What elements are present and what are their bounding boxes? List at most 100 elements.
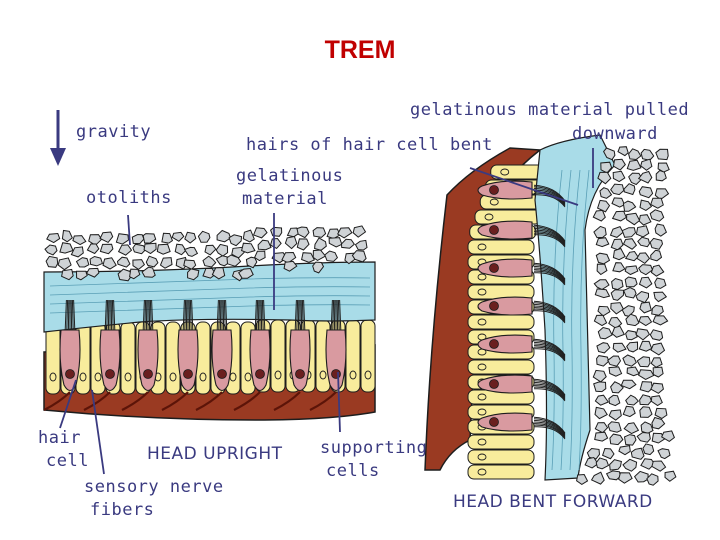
otolith-crystal <box>72 235 87 246</box>
otolith-crystal <box>642 443 655 456</box>
stereocilia <box>533 380 566 397</box>
otolith-crystal <box>617 146 629 157</box>
otolith-crystal <box>638 264 654 276</box>
leader-hairs-bent <box>469 167 579 206</box>
otolith-crystal <box>609 225 624 238</box>
stereocilia <box>533 348 566 362</box>
cell-nucleus <box>477 243 487 251</box>
otolith-crystal <box>215 243 229 257</box>
gel-texture-line <box>551 169 563 471</box>
label-gelatinous-material-2: material <box>242 189 328 209</box>
otolith-crystal <box>596 263 608 276</box>
otolith-crystal <box>651 432 666 444</box>
otolith-crystal <box>216 229 232 243</box>
leader-otoliths <box>127 214 131 246</box>
otolith-crystal <box>637 170 653 184</box>
cell-nucleus <box>477 273 487 281</box>
otolith-crystal <box>625 330 638 341</box>
stereocilia <box>533 310 566 324</box>
otolith-crystal <box>628 148 642 161</box>
otolith-crystal <box>650 264 665 277</box>
otolith-crystal <box>622 286 637 299</box>
otolith-crystal <box>197 230 211 243</box>
stereocilia <box>533 267 566 283</box>
otolith-crystal <box>650 382 664 394</box>
otolith-crystal <box>70 246 84 258</box>
otolith-crystal <box>592 369 607 383</box>
otolith-crystal <box>623 183 636 196</box>
otolith-crystal <box>253 250 266 262</box>
stereocilia <box>533 424 566 439</box>
stereocilia <box>218 299 221 331</box>
otolith-crystal <box>184 231 197 244</box>
label-sensory-nerve-2: fibers <box>90 500 155 520</box>
stereocilia <box>294 299 297 331</box>
otolith-crystal <box>649 237 664 250</box>
nerve-fiber <box>83 391 111 411</box>
stereocilia <box>184 299 187 331</box>
otolith-crystal <box>654 407 668 420</box>
page-title: TREM <box>324 36 396 64</box>
otolith-crystal <box>612 158 626 171</box>
otolith-crystal <box>599 187 613 199</box>
stereocilia <box>533 308 566 323</box>
stereocilia <box>533 224 566 242</box>
otolith-crystal <box>597 171 612 185</box>
cell-nucleus <box>199 372 207 382</box>
hair-cell-nucleus <box>143 369 153 379</box>
otolith-crystal <box>664 470 677 482</box>
stereocilia <box>533 264 566 281</box>
otolith-crystal <box>296 226 310 239</box>
supporting-cell <box>120 321 136 395</box>
otolith-crystal <box>143 242 157 255</box>
otolith-crystal <box>624 250 639 262</box>
otolith-crystal <box>252 227 268 239</box>
stereocilia <box>533 227 566 244</box>
upright-cell-layer <box>45 319 376 395</box>
otolith-crystal <box>609 459 622 471</box>
hair-cell-nucleus <box>489 263 499 273</box>
label-gel-pulled-2: downward <box>572 124 658 144</box>
stereocilia <box>533 386 566 401</box>
otolith-crystal <box>635 328 651 341</box>
cell-nucleus <box>489 198 499 206</box>
otolith-crystal <box>593 314 608 327</box>
otolith-crystal <box>626 341 639 353</box>
supporting-cell <box>345 319 361 393</box>
otolith-crystal <box>584 456 599 469</box>
otolith-crystal <box>142 233 157 244</box>
otolith-crystal <box>117 244 133 256</box>
nerve-fiber <box>161 391 189 411</box>
hair-cell-nucleus <box>489 339 499 349</box>
otolith-crystal <box>611 277 624 291</box>
hair-cell-body <box>477 258 533 278</box>
stereocilia <box>533 229 566 245</box>
gel-texture-line <box>569 169 581 471</box>
stereocilia <box>151 299 154 331</box>
stereocilia <box>303 299 306 331</box>
stereocilia <box>142 299 145 331</box>
otolith-crystal <box>638 186 654 199</box>
otolith-crystal <box>638 214 652 226</box>
otolith-crystal <box>609 433 624 446</box>
stereocilia <box>533 416 566 434</box>
otolith-crystal <box>650 197 664 209</box>
leader-lines <box>59 148 594 475</box>
otolith-crystal <box>626 212 641 226</box>
otolith-crystal <box>592 209 606 222</box>
gel-texture-line <box>578 169 590 471</box>
stereocilia <box>533 423 566 438</box>
cell-nucleus <box>477 468 487 476</box>
otolith-crystal <box>596 342 611 354</box>
stereocilia <box>533 343 566 359</box>
otolith-crystal <box>635 290 649 304</box>
otolith-crystal <box>603 147 616 161</box>
label-hairs-bent: hairs of hair cell bent <box>246 135 493 155</box>
otolith-crystal <box>610 302 625 315</box>
otolith-crystal <box>657 448 671 460</box>
hair-cell-nucleus <box>183 369 193 379</box>
stereocilia <box>182 299 185 331</box>
otolith-crystal <box>89 255 104 267</box>
stereocilia <box>301 299 304 331</box>
otolith-crystal <box>608 366 623 377</box>
